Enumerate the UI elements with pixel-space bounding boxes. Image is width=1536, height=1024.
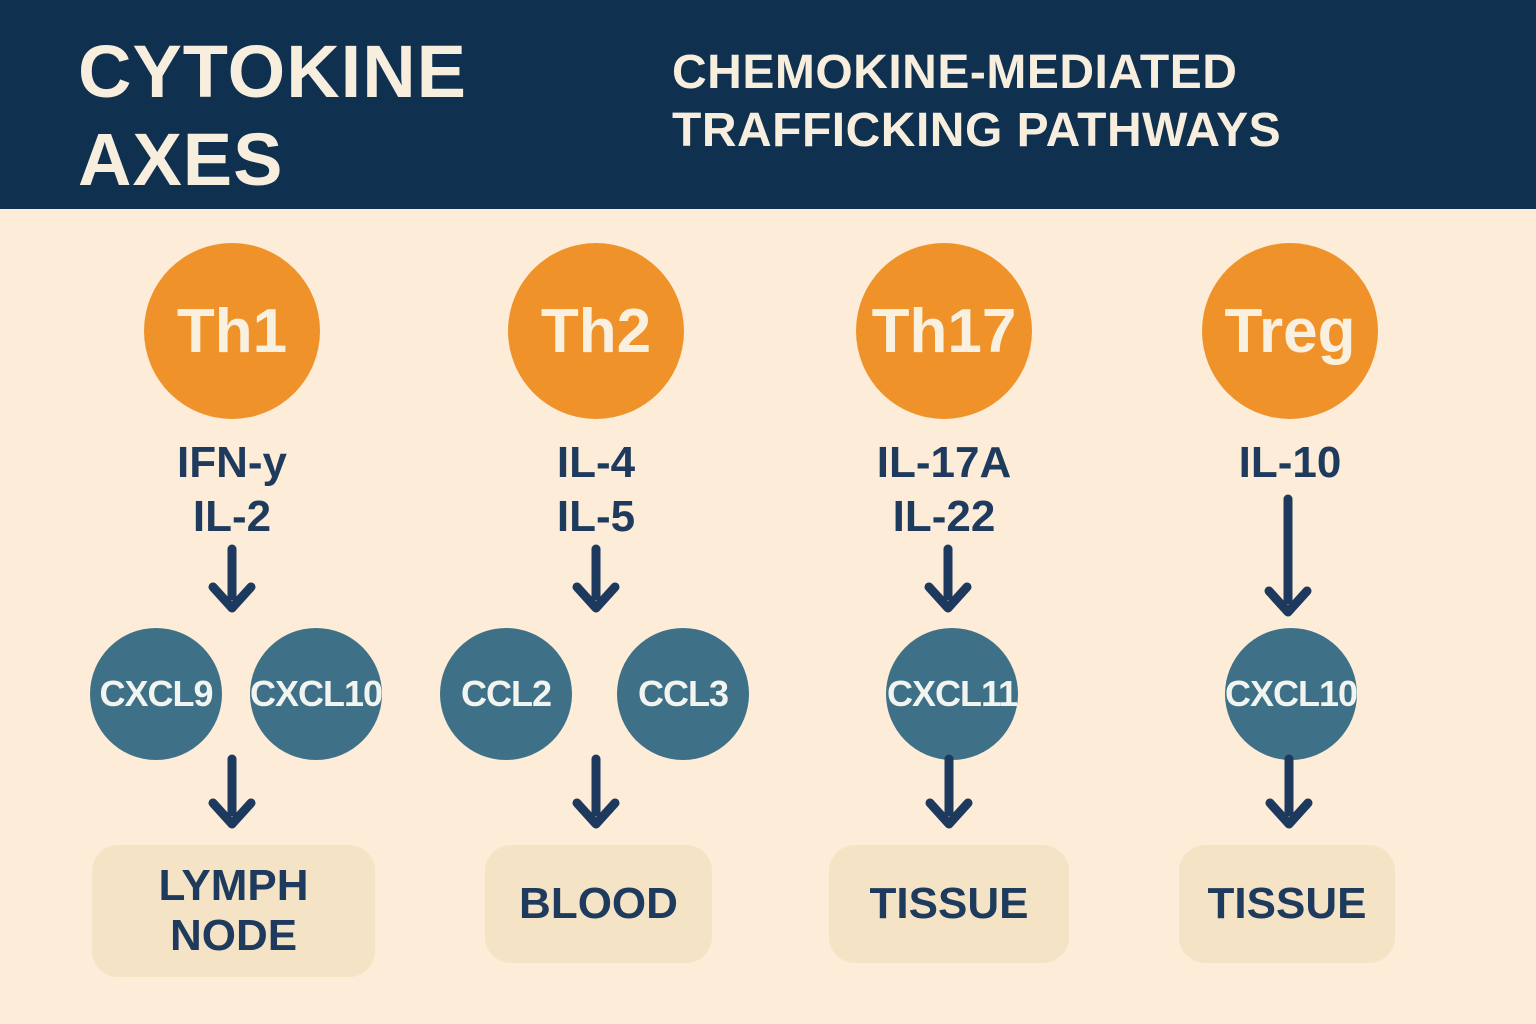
cytokine-labels: IL-17A IL-22: [876, 438, 1012, 541]
down-arrow-icon: [208, 544, 256, 613]
destination-box: LYMPH NODE: [92, 845, 375, 977]
chemokine-label: CXCL10: [249, 673, 383, 714]
down-arrow-icon: [208, 754, 256, 829]
destination-box: TISSUE: [829, 845, 1069, 963]
header: CYTOKINE AXES CHEMOKINE-MEDIATED TRAFFIC…: [0, 0, 1536, 209]
chemokine-circle: CXCL10: [249, 628, 383, 760]
destination-box: BLOOD: [485, 845, 712, 963]
down-arrow-icon: [925, 754, 973, 829]
cytokine-labels: IFN-y IL-2: [177, 438, 287, 541]
down-arrow-icon: [572, 754, 620, 829]
page-title: CYTOKINE AXES: [78, 30, 468, 201]
tcell-label: Th17: [871, 296, 1017, 366]
tcell-circle: Th2: [508, 243, 684, 419]
down-arrow-icon: [1264, 494, 1312, 617]
chemokine-label: CXCL10: [1224, 673, 1358, 714]
chemokine-circle: CCL2: [440, 628, 572, 760]
chemokine-label: CXCL11: [886, 673, 1018, 714]
tcell-circle: Treg: [1202, 243, 1378, 419]
tcell-label: Th1: [176, 296, 288, 366]
chemokine-label: CCL2: [460, 673, 552, 714]
tcell-label: Th2: [540, 296, 652, 366]
cytokine-labels: IL-10: [1238, 438, 1342, 487]
chemokine-circle: CXCL9: [90, 628, 222, 760]
cytokine-labels: IL-4 IL-5: [556, 438, 636, 541]
chemokine-circle: CXCL11: [886, 628, 1018, 760]
chemokine-circle: CXCL10: [1224, 628, 1358, 760]
chemokine-label: CCL3: [637, 673, 729, 714]
tcell-circle: Th17: [856, 243, 1032, 419]
down-arrow-icon: [1265, 754, 1313, 829]
chemokine-circle: CCL3: [617, 628, 749, 760]
tcell-circle: Th1: [144, 243, 320, 419]
destination-box: TISSUE: [1179, 845, 1395, 963]
tcell-label: Treg: [1224, 296, 1356, 366]
page-subtitle: CHEMOKINE-MEDIATED TRAFFICKING PATHWAYS: [672, 46, 1282, 157]
down-arrow-icon: [924, 544, 972, 613]
chemokine-label: CXCL9: [99, 673, 213, 714]
down-arrow-icon: [572, 544, 620, 613]
